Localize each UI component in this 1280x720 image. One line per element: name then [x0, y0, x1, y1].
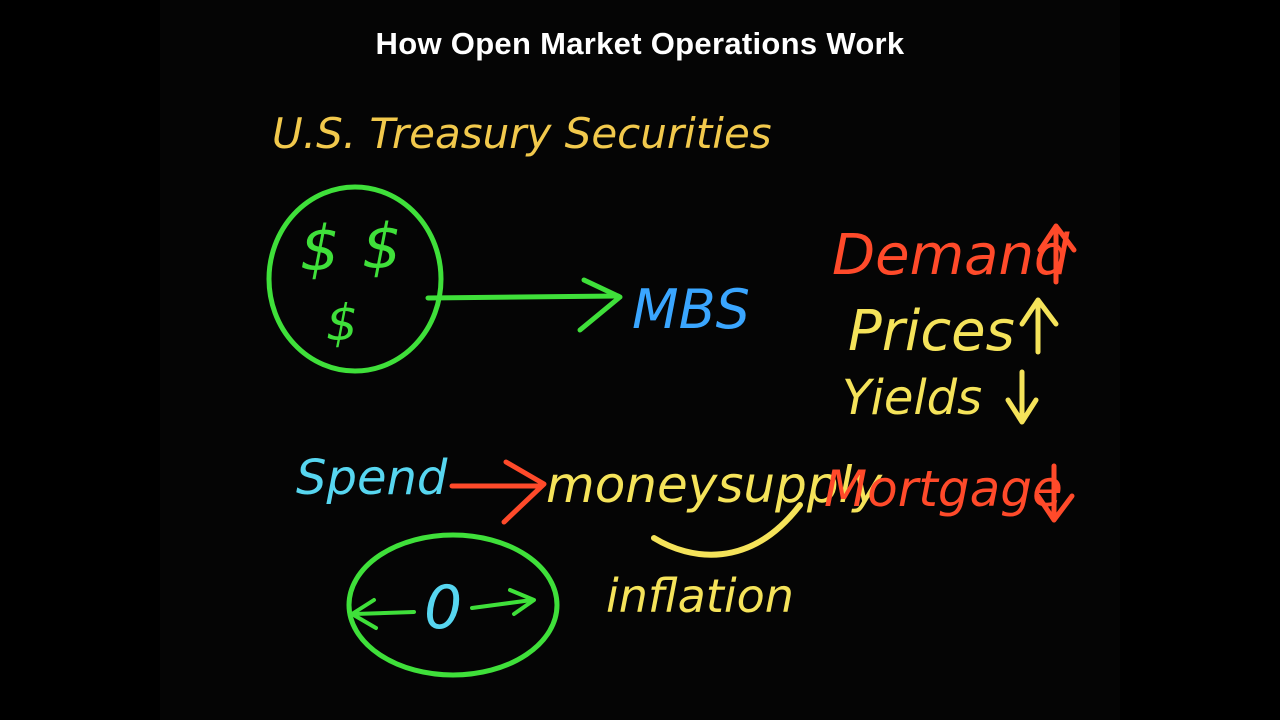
arrow-up-icon [1019, 297, 1059, 355]
arrow-right-icon [425, 277, 623, 333]
right-letterbox [1120, 0, 1280, 720]
money-supply-underline [651, 502, 803, 558]
blackboard [160, 0, 1120, 720]
arrow-right-icon [470, 588, 536, 616]
money-circle [266, 184, 444, 374]
prices-label: Prices [848, 299, 1015, 364]
dollar-sign-3: $ [326, 294, 358, 352]
arrow-down-icon [1035, 463, 1075, 523]
treasury-label: U.S. Treasury Securities [272, 109, 772, 158]
yields-label: Yields [842, 370, 982, 426]
spend-label: Spend [296, 450, 448, 506]
arrow-up-icon [1037, 223, 1077, 285]
inflation-label: inflation [606, 569, 794, 623]
mbs-label: MBS [632, 278, 750, 341]
arrow-right-icon [449, 459, 547, 525]
money-supply-label: moneysupply [546, 456, 883, 514]
dollar-sign-1: $ [300, 212, 339, 285]
mortgage-label: Mortgage [824, 460, 1063, 518]
arrow-left-icon [350, 598, 416, 630]
zero-circle [346, 532, 560, 678]
demand-label: Demand [832, 223, 1070, 288]
left-letterbox [0, 0, 160, 720]
dollar-sign-2: $ [362, 210, 401, 283]
page-title: How Open Market Operations Work [375, 26, 905, 61]
zero-label: 0 [424, 573, 462, 643]
arrow-down-icon [1005, 369, 1039, 425]
